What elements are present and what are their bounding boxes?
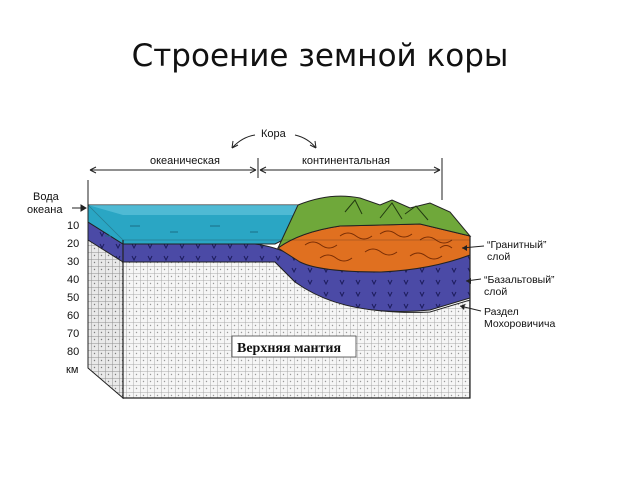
water-label-line1: Вода bbox=[33, 191, 60, 203]
slide-title: Строение земной коры bbox=[131, 38, 509, 74]
mantle-label: Верхняя мантия bbox=[237, 341, 342, 356]
mantle-label-box bbox=[231, 335, 357, 358]
basalt-label-line2: слой bbox=[484, 286, 507, 298]
depth-tick-70: 70 bbox=[67, 328, 79, 340]
depth-tick-10: 10 bbox=[67, 220, 79, 232]
depth-unit: км bbox=[66, 364, 78, 376]
moho-label-line2: Мохоровичича bbox=[484, 318, 555, 330]
crust-label: Кора bbox=[261, 128, 287, 140]
depth-tick-80: 80 bbox=[67, 346, 79, 358]
granite-label-line1: “Гранитный” bbox=[487, 239, 547, 251]
continental-land bbox=[276, 195, 472, 250]
depth-tick-20: 20 bbox=[67, 238, 79, 250]
depth-tick-40: 40 bbox=[67, 274, 79, 286]
depth-tick-60: 60 bbox=[67, 310, 79, 322]
granite-label-line2: слой bbox=[487, 251, 510, 263]
basalt-label-line1: “Базальтовый” bbox=[484, 274, 555, 286]
moho-label-line1: Раздел bbox=[484, 306, 519, 318]
oceanic-crust-label: океаническая bbox=[150, 155, 220, 167]
depth-tick-50: 50 bbox=[67, 292, 79, 304]
depth-tick-30: 30 bbox=[67, 256, 79, 268]
water-label-line2: океана bbox=[27, 204, 63, 216]
continental-crust-label: континентальная bbox=[302, 155, 390, 167]
